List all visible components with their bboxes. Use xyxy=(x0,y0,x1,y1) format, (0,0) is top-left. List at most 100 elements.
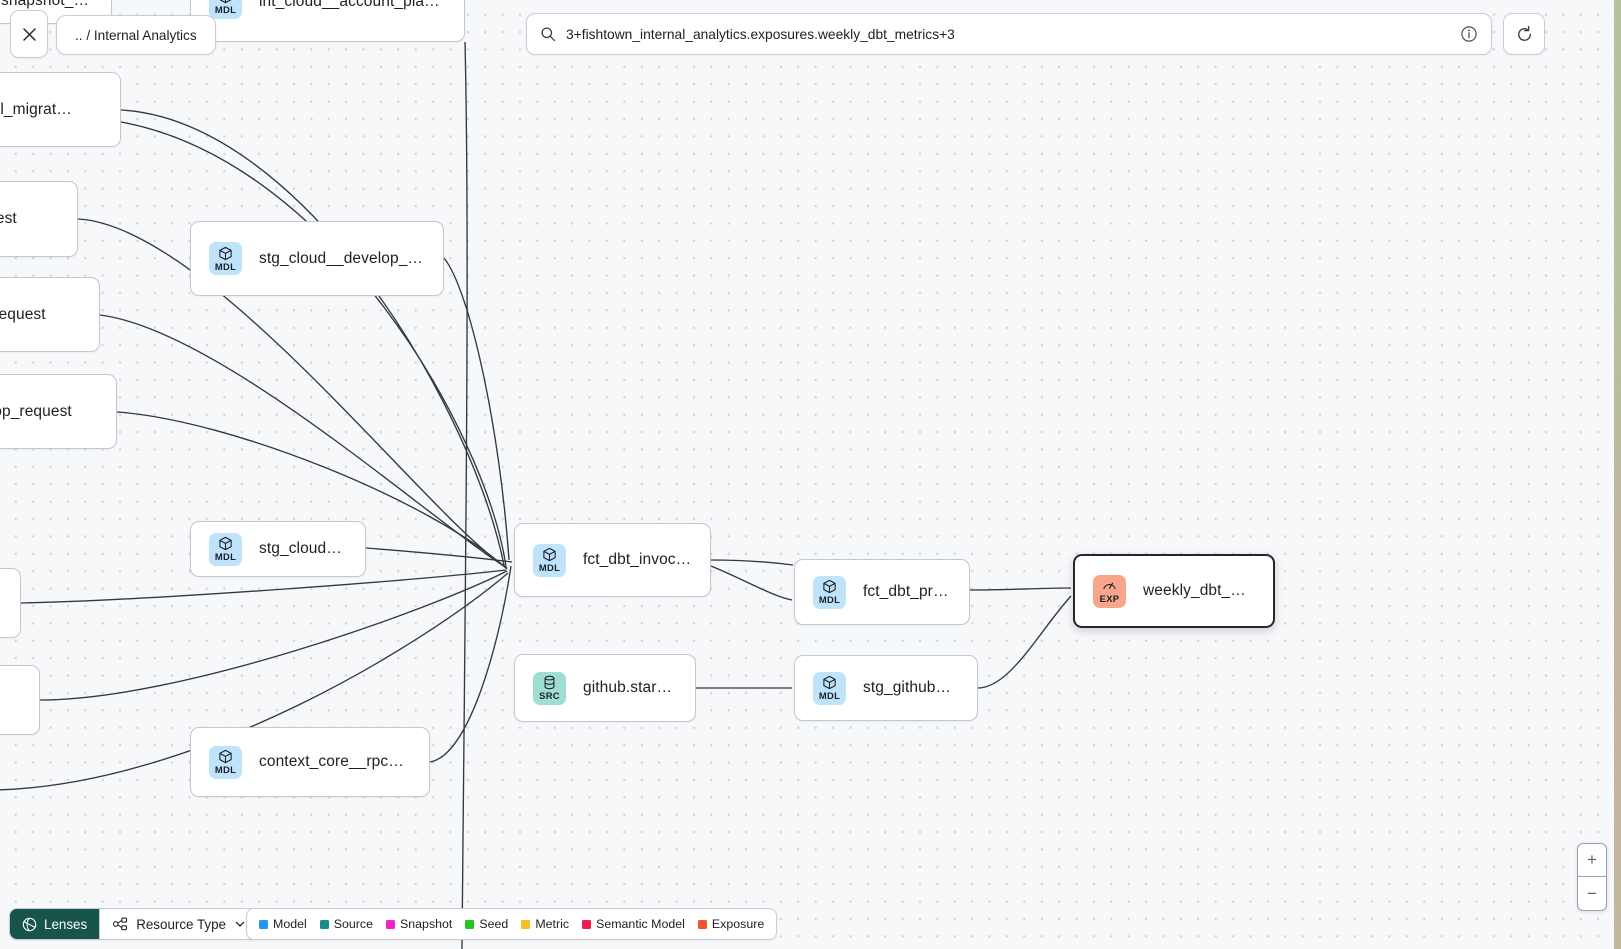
graph-node-weekly_dbt_metrics[interactable]: EXP weekly_dbt_metrics xyxy=(1073,554,1275,628)
legend-item-exposure[interactable]: Exposure xyxy=(697,917,765,931)
graph-node-multicell_migration[interactable]: MDLmulticell_migrat… xyxy=(0,72,121,147)
node-label: weekly_dbt_metrics xyxy=(1143,582,1255,599)
gauge-icon xyxy=(1103,582,1116,590)
legend-swatch xyxy=(697,919,707,929)
lineage-edge xyxy=(710,565,793,601)
graph-node-develop_request_a[interactable]: MDLp_request xyxy=(0,181,78,257)
graph-node-context_core__rpc_request[interactable]: MDL context_core__rpc_request xyxy=(190,727,430,797)
legend-label: Exposure xyxy=(711,917,765,931)
node-type-badge-mdl: MDL xyxy=(813,671,846,705)
node-type-badge-mdl: MDL xyxy=(533,543,566,577)
right-edge-panel-sliver xyxy=(1614,0,1621,949)
breadcrumb-label: .. / Internal Analytics xyxy=(75,27,197,43)
legend-item-source[interactable]: Source xyxy=(319,917,374,931)
lenses-button[interactable]: Lenses xyxy=(10,909,100,939)
legend-label: Model xyxy=(273,917,307,931)
resource-type-dropdown[interactable]: Resource Type xyxy=(99,909,258,939)
zoom-controls: + − xyxy=(1577,843,1607,911)
graph-node-develop_request_c[interactable]: MDL_develop_request xyxy=(0,374,117,449)
nodes-icon xyxy=(113,917,128,931)
node-label: velop_request xyxy=(0,305,46,323)
legend-label: Snapshot xyxy=(400,917,453,931)
lineage-edge xyxy=(429,565,512,763)
refresh-button[interactable] xyxy=(1503,13,1545,55)
node-label: context_core__rpc_request xyxy=(259,753,411,770)
graph-node-left_partial_run[interactable]: MDL.run xyxy=(0,665,40,735)
graph-node-github.stargazers[interactable]: SRC github.stargazers xyxy=(514,654,696,722)
lineage-edge xyxy=(120,121,507,567)
search-input[interactable] xyxy=(566,26,1450,42)
legend-item-seed[interactable]: Seed xyxy=(465,917,508,931)
node-type-badge-mdl: MDL xyxy=(209,0,242,19)
graph-node-develop_request_b[interactable]: MDLvelop_request xyxy=(0,277,100,352)
zoom-out-button[interactable]: − xyxy=(1587,883,1597,903)
resource-type-legend: Model Source Snapshot Seed Metric Semantic Mo… xyxy=(246,908,778,940)
legend-swatch xyxy=(582,919,592,929)
legend-swatch xyxy=(319,919,329,929)
legend-swatch xyxy=(521,919,531,929)
node-label: stg_cloud__runs xyxy=(259,540,347,557)
lineage-edge xyxy=(443,257,510,561)
close-icon xyxy=(22,27,36,41)
cube-icon xyxy=(219,537,232,551)
lineage-edge xyxy=(365,547,513,563)
node-label: p_request xyxy=(0,210,17,227)
node-label: github.stargazers xyxy=(583,679,677,696)
legend-item-snapshot[interactable]: Snapshot xyxy=(386,917,452,931)
lineage-edge xyxy=(120,109,505,566)
graph-node-stg_cloud__runs[interactable]: MDL stg_cloud__runs xyxy=(190,521,366,577)
info-icon[interactable] xyxy=(1460,25,1478,43)
resource-type-label: Resource Type xyxy=(136,916,227,932)
lineage-edge xyxy=(710,559,794,566)
lineage-edge xyxy=(977,595,1072,689)
chevron-down-icon xyxy=(235,921,245,927)
graph-node-stg_github__stars[interactable]: MDL stg_github__stars xyxy=(794,655,978,721)
database-icon xyxy=(544,676,555,690)
legend-label: Source xyxy=(333,917,374,931)
cube-icon xyxy=(219,246,232,260)
cube-icon xyxy=(823,580,836,594)
lineage-edge xyxy=(969,587,1072,591)
legend-label: Metric xyxy=(535,917,570,931)
node-label: snapshot_daily xyxy=(1,0,93,9)
node-label: fct_dbt_invocations xyxy=(583,551,692,568)
close-button[interactable] xyxy=(10,10,48,58)
node-type-badge-mdl: MDL xyxy=(813,575,846,609)
node-type-badge-src: SRC xyxy=(533,671,566,705)
legend-item-model[interactable]: Model xyxy=(259,917,307,931)
graph-node-left_partial_n[interactable]: MDLn xyxy=(0,568,21,638)
zoom-in-button[interactable]: + xyxy=(1578,844,1606,877)
legend-item-semantic-model[interactable]: Semantic Model xyxy=(582,917,685,931)
breadcrumb[interactable]: .. / Internal Analytics xyxy=(56,15,216,55)
node-label: stg_github__stars xyxy=(863,679,959,696)
node-type-badge-mdl: MDL xyxy=(209,532,242,566)
node-label: stg_cloud__develop_requests xyxy=(259,249,425,267)
cube-icon xyxy=(219,0,232,4)
cube-icon xyxy=(823,676,836,690)
node-label: multicell_migrat… xyxy=(0,100,72,118)
search-icon xyxy=(541,27,556,42)
graph-node-int_cloud__account_plan_history[interactable]: MDL int_cloud__account_plan_history xyxy=(190,0,465,42)
aperture-icon xyxy=(22,917,37,931)
legend-swatch xyxy=(465,919,475,929)
legend-swatch xyxy=(386,919,396,929)
lineage-edge xyxy=(461,41,468,949)
legend-label: Seed xyxy=(479,917,509,931)
refresh-icon xyxy=(1517,25,1531,41)
node-type-badge-exp: EXP xyxy=(1093,574,1126,608)
legend-label: Semantic Model xyxy=(596,917,685,931)
node-label: _develop_request xyxy=(0,402,72,420)
legend-item-metric[interactable]: Metric xyxy=(521,917,569,931)
lineage-search-bar[interactable] xyxy=(526,13,1492,55)
cube-icon xyxy=(219,750,232,764)
legend-swatch xyxy=(259,919,268,929)
cube-icon xyxy=(543,548,556,562)
node-label: int_cloud__account_plan_history xyxy=(259,0,446,10)
node-type-badge-mdl: MDL xyxy=(209,745,242,779)
graph-node-fct_dbt_invocations[interactable]: MDL fct_dbt_invocations xyxy=(514,523,711,597)
